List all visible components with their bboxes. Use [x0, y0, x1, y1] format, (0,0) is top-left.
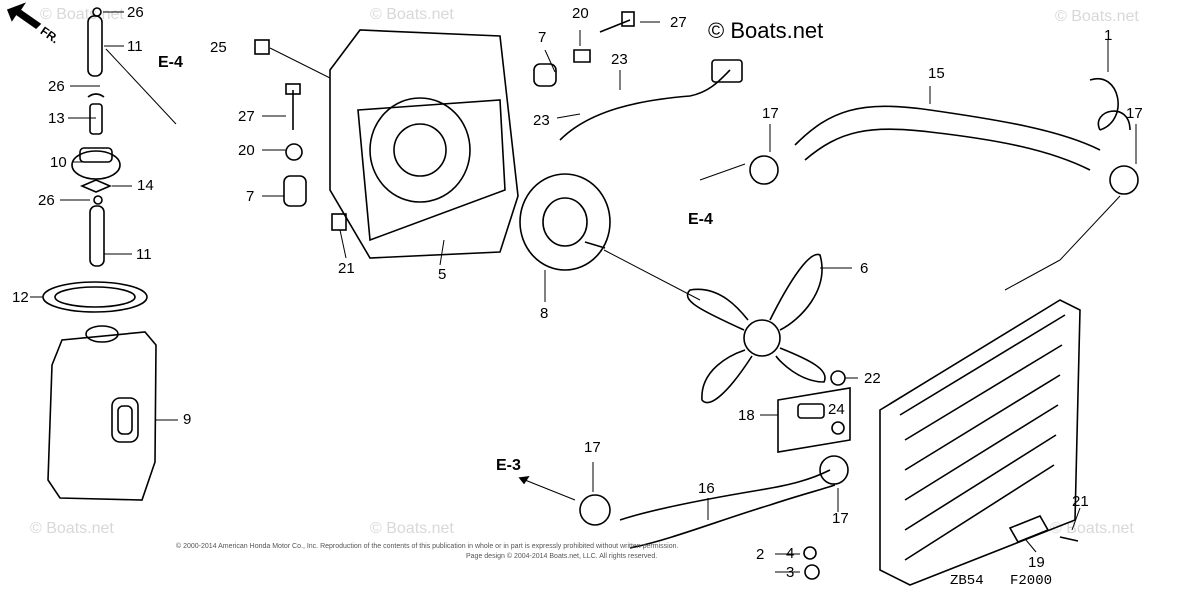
clamp-17-d: [819, 455, 849, 485]
part-label[interactable]: 23: [611, 51, 628, 68]
ref-arrow-e3: [519, 477, 576, 501]
part-label[interactable]: 17: [1126, 105, 1143, 122]
part-label[interactable]: 6: [860, 260, 869, 277]
clip-26-mid: [87, 93, 105, 98]
watermark: © Boats.net: [40, 6, 124, 23]
ref-e3[interactable]: E-3: [496, 457, 521, 474]
bolt-21: [1059, 536, 1079, 542]
part-label[interactable]: 5: [438, 266, 447, 283]
diagram-code-left: ZB54: [950, 573, 984, 589]
part-label[interactable]: 1: [1104, 27, 1113, 44]
ref-e4-mid[interactable]: E-4: [688, 211, 713, 228]
vent-tube-lower: [89, 205, 105, 267]
part-label[interactable]: 24: [828, 401, 845, 418]
part-label[interactable]: 23: [533, 112, 550, 129]
part-label[interactable]: 21: [1072, 493, 1089, 510]
part-label[interactable]: 27: [670, 14, 687, 31]
grommet-7: [533, 63, 557, 87]
part-label[interactable]: 21: [338, 260, 355, 277]
part-label[interactable]: 8: [540, 305, 549, 322]
part-label[interactable]: 26: [127, 4, 144, 21]
bolt-27-top: [599, 19, 631, 33]
part-label[interactable]: 26: [48, 78, 65, 95]
fan-shroud-5: [329, 29, 519, 259]
copyright-line-2: Page design © 2004-2014 Boats.net, LLC. …: [466, 553, 658, 560]
radiator: [879, 299, 1081, 586]
part-label[interactable]: 20: [238, 142, 255, 159]
part-label[interactable]: 11: [136, 246, 152, 263]
watermark: © Boats.net: [1055, 8, 1139, 25]
gasket-14: [79, 179, 113, 193]
part-label[interactable]: 12: [12, 289, 29, 306]
part-label[interactable]: 2: [756, 546, 765, 563]
part-label[interactable]: 4: [786, 545, 795, 562]
sensor-bracket-18: [777, 387, 851, 453]
part-label[interactable]: 17: [762, 105, 779, 122]
clip-26-top: [92, 7, 102, 17]
bracket-19: [1008, 514, 1050, 544]
part-label[interactable]: 25: [210, 39, 227, 56]
part-label[interactable]: 17: [584, 439, 601, 456]
clip-26-low: [93, 195, 103, 205]
diagram-code-right: F2000: [1010, 573, 1053, 589]
part-label[interactable]: 22: [864, 370, 881, 387]
harness-connector: [559, 69, 731, 141]
cooling-fan-6: [686, 253, 826, 404]
watermark: © Boats.net: [1050, 520, 1134, 537]
part-label[interactable]: 19: [1028, 554, 1045, 571]
part-label[interactable]: 14: [137, 177, 154, 194]
vent-tube-upper: [87, 15, 103, 77]
clamp-17-b: [1109, 165, 1139, 195]
fan-motor-8: [519, 173, 611, 271]
upper-hose-15: [794, 105, 1101, 151]
part-label[interactable]: 16: [698, 480, 715, 497]
lower-hose-16: [619, 469, 831, 521]
washer-4: [803, 546, 817, 560]
part-label[interactable]: 11: [127, 38, 143, 55]
collar-20: [285, 143, 303, 161]
bolt-3: [804, 564, 820, 580]
bolt-25: [254, 39, 270, 55]
part-label[interactable]: 7: [246, 188, 255, 205]
cap-10: [71, 150, 121, 180]
joint-13: [89, 103, 103, 135]
watermark: © Boats.net: [30, 520, 114, 537]
part-label[interactable]: 7: [538, 29, 547, 46]
part-label[interactable]: 26: [38, 192, 55, 209]
front-direction-arrow: [6, 2, 42, 30]
clamp-17-c: [579, 494, 611, 526]
nut-22: [830, 370, 846, 386]
part-label[interactable]: 20: [572, 5, 589, 22]
part-label[interactable]: 15: [928, 65, 945, 82]
brand-text: © Boats.net: [708, 18, 824, 43]
copyright-line-1: © 2000-2014 American Honda Motor Co., In…: [176, 543, 679, 550]
part-label[interactable]: 27: [238, 108, 255, 125]
part-label[interactable]: 3: [786, 564, 795, 581]
watermark: © Boats.net: [370, 6, 454, 23]
watermark: © Boats.net: [370, 520, 454, 537]
clamp-17-a: [749, 155, 779, 185]
part-label[interactable]: 9: [183, 411, 192, 428]
part-label[interactable]: 18: [738, 407, 755, 424]
collar-20: [573, 49, 591, 63]
reserve-tank-9: [47, 331, 157, 501]
ref-e4-top[interactable]: E-4: [158, 54, 183, 71]
clamp-1: [1089, 77, 1131, 131]
bolt-21-left: [331, 213, 347, 231]
part-label[interactable]: 13: [48, 110, 65, 127]
part-label[interactable]: 10: [50, 154, 67, 171]
part-label[interactable]: 17: [832, 510, 849, 527]
grommet-7: [283, 175, 307, 207]
